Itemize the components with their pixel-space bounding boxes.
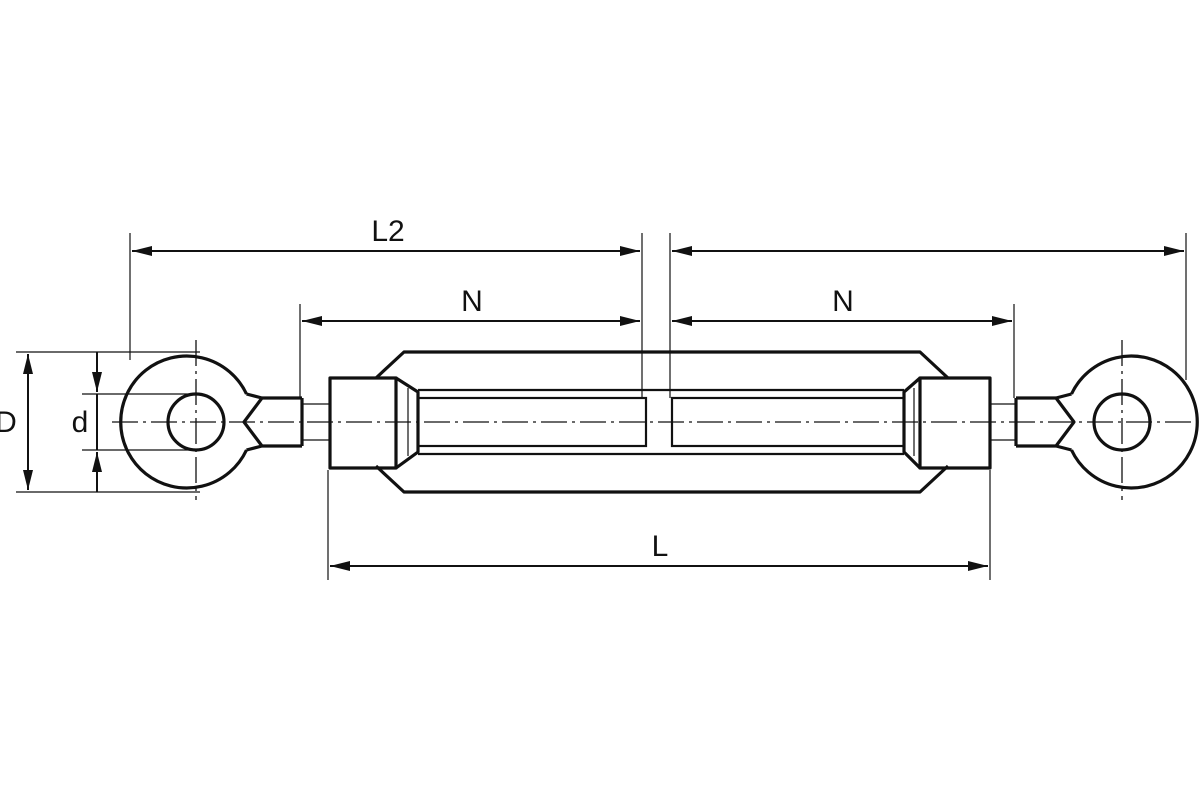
label-inner-diameter: d <box>72 406 89 439</box>
extension-lines <box>16 233 1187 580</box>
label-l: L <box>652 530 669 563</box>
label-outer-diameter: D <box>0 406 17 439</box>
right-eye-bolt <box>990 354 1199 490</box>
label-n-right: N <box>832 285 854 318</box>
turnbuckle-body <box>328 350 992 494</box>
label-n-left: N <box>461 285 483 318</box>
label-l2: L2 <box>371 215 404 248</box>
